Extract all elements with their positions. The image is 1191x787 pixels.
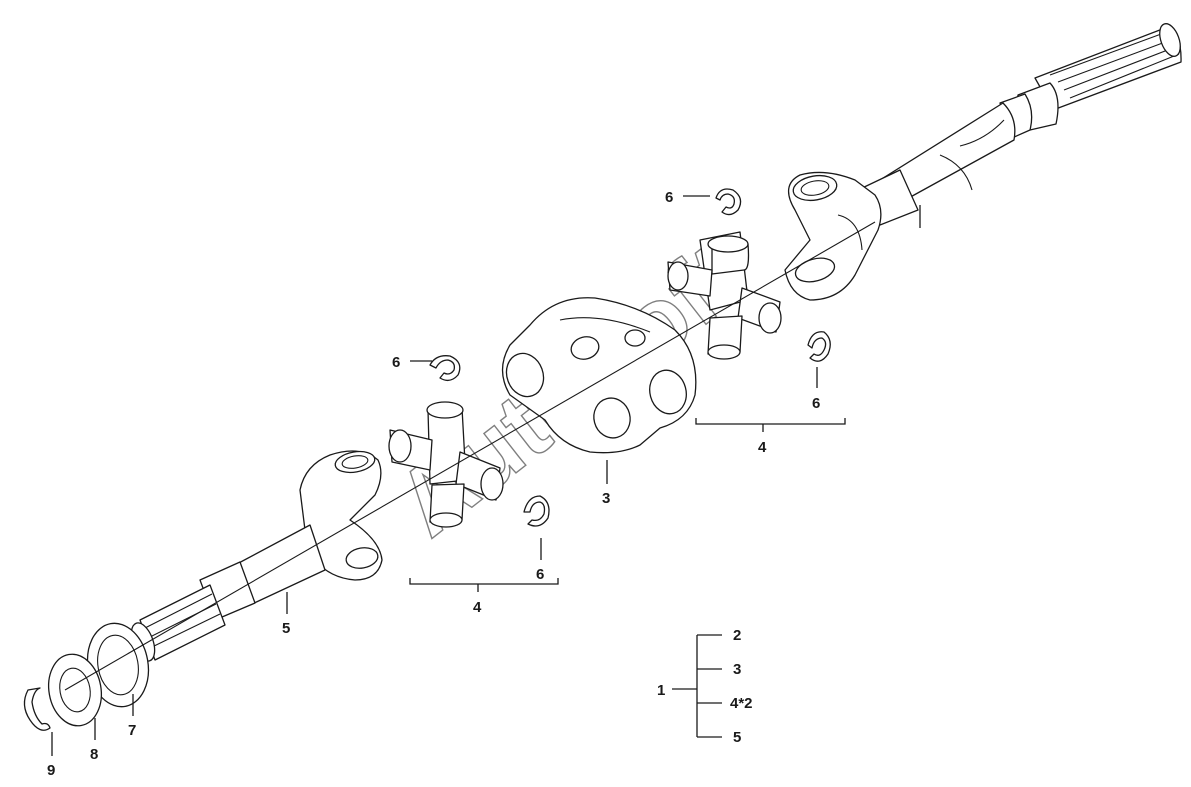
snap-ring-shaft-end	[23, 687, 51, 731]
callout-6-left-lower: 6	[536, 566, 544, 583]
right-axle-shaft	[857, 23, 1182, 226]
snap-ring-right-upper	[715, 188, 742, 216]
right-universal-joint-cross	[667, 231, 782, 360]
callout-8: 8	[90, 746, 98, 763]
callout-5: 5	[282, 620, 290, 637]
lock-plate	[47, 653, 103, 727]
left-axle-shaft	[130, 524, 326, 662]
callout-7: 7	[128, 722, 136, 739]
right-yoke	[784, 171, 882, 301]
leader-lines	[51, 195, 921, 756]
legend-child-4x2: 4*2	[730, 695, 753, 712]
callout-4-left: 4	[473, 599, 482, 616]
left-universal-joint-cross	[388, 401, 504, 528]
callout-6-right-upper: 6	[665, 189, 673, 206]
legend-child-2: 2	[733, 627, 741, 644]
legend-child-3: 3	[733, 661, 741, 678]
left-yoke	[299, 450, 383, 581]
center-coupling-yoke	[501, 297, 697, 454]
callout-3: 3	[602, 490, 610, 507]
snap-ring-left-upper	[429, 355, 461, 382]
callout-6-left-upper: 6	[392, 354, 400, 371]
snap-ring-right-lower	[807, 331, 831, 362]
callout-6-right-lower: 6	[812, 395, 820, 412]
legend-parent-1: 1	[657, 682, 665, 699]
legend-child-5: 5	[733, 729, 741, 746]
thrust-washer	[86, 622, 150, 708]
centerline	[64, 221, 876, 691]
callout-9: 9	[47, 762, 55, 779]
snap-ring-left-lower	[523, 495, 550, 527]
callout-4-right: 4	[758, 439, 767, 456]
callouts: 6 6 6 6 4 4 3 5 7 8 9	[47, 189, 820, 779]
assembly-legend: 1 2 3 4*2 5	[657, 627, 753, 746]
